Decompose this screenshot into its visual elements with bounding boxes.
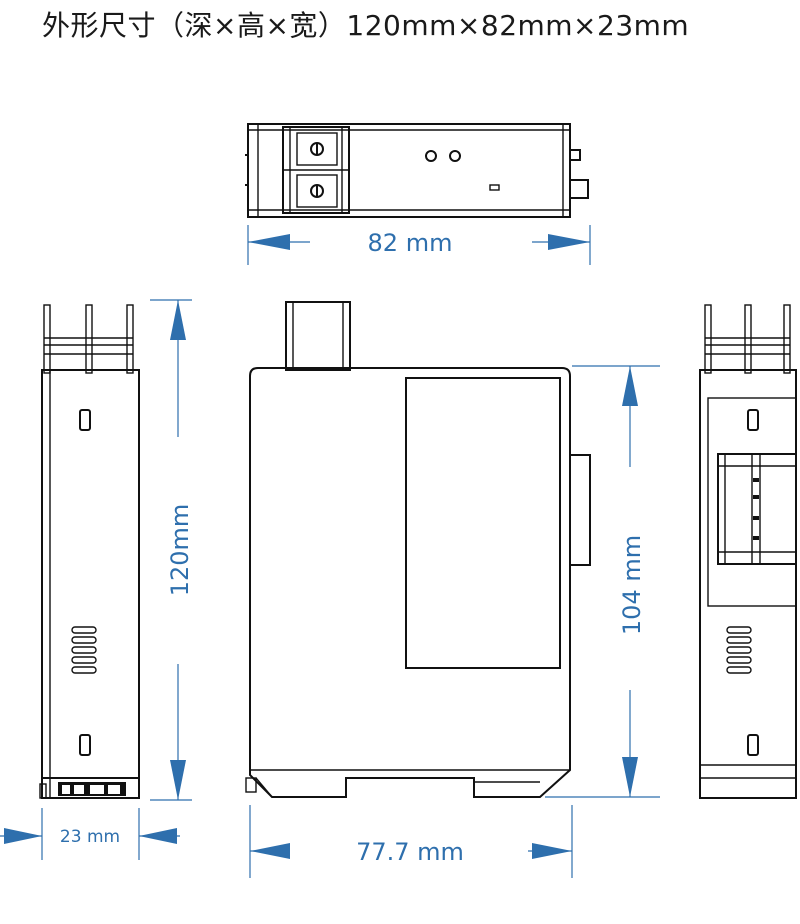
side-body (41, 369, 140, 799)
top-view-body (247, 123, 571, 218)
dim-side-width: 23 mm (0, 808, 180, 860)
dim-label-120: 120mm (166, 504, 194, 597)
top-view (245, 123, 589, 218)
terminal-block (282, 126, 350, 214)
dim-top-width: 82 mm (247, 225, 591, 265)
dim-label-82: 82 mm (368, 229, 453, 257)
page-title: 外形尺寸（深×高×宽）120mm×82mm×23mm (42, 9, 690, 42)
front-body (249, 367, 571, 798)
led-indicator (449, 150, 461, 162)
dim-side-height: 120mm (150, 299, 194, 801)
label-panel (405, 377, 561, 669)
led-indicator (425, 150, 437, 162)
vent-slots-right (726, 626, 752, 674)
dim-label-104: 104 mm (618, 535, 646, 635)
front-view (245, 301, 591, 798)
right-side-view (699, 304, 797, 799)
dim-label-23: 23 mm (60, 827, 120, 847)
side-body-right (699, 369, 797, 799)
dim-label-77-7: 77.7 mm (356, 838, 464, 866)
vent-slots (71, 626, 97, 674)
dim-front-height: 104 mm (545, 365, 660, 798)
left-side-view (39, 304, 140, 799)
dim-front-width: 77.7 mm (249, 805, 573, 878)
